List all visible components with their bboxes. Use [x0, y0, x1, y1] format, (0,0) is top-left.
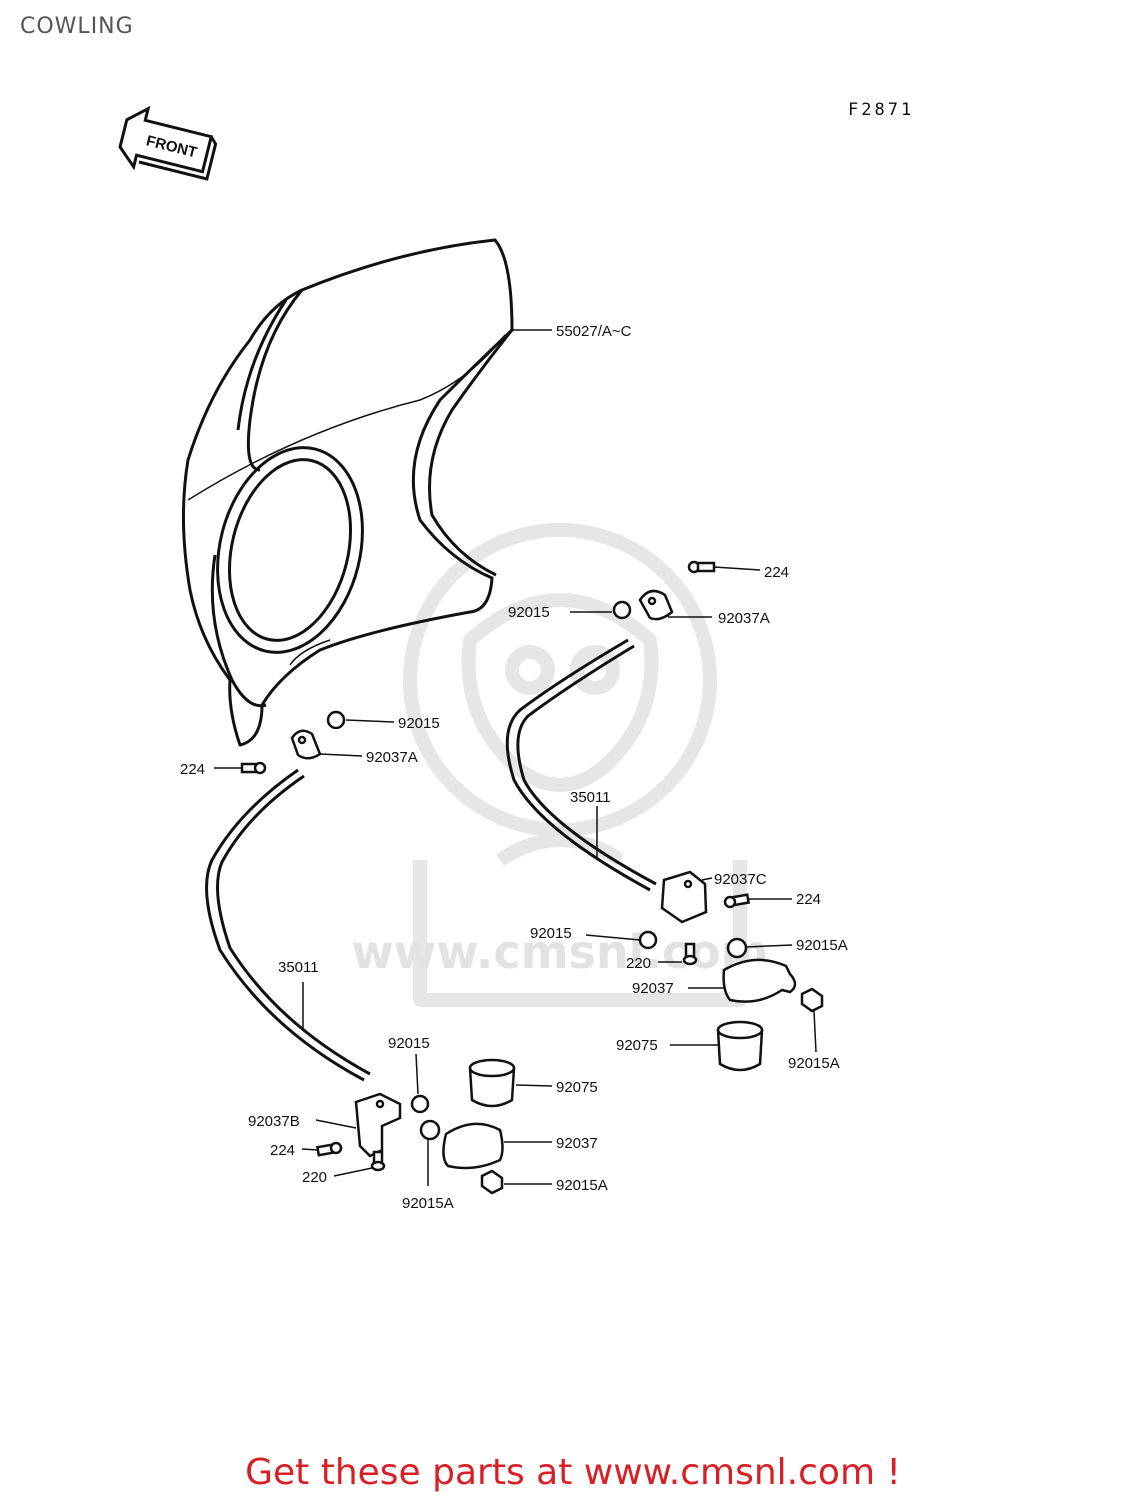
label-screw-right: 220: [626, 955, 651, 972]
label-clamp-left: 92037: [556, 1135, 598, 1152]
nut-upper-left: [326, 710, 346, 730]
label-bolt-upper-right: 224: [764, 564, 789, 581]
label-screw-left: 220: [302, 1169, 327, 1186]
label-bracket-right: 92037C: [714, 871, 767, 888]
bolt-upper-right: [687, 560, 716, 574]
label-nut-upper-left: 92015: [398, 715, 440, 732]
label-nut-right-a: 92015A: [796, 937, 848, 954]
cowling-fairing: [181, 238, 514, 747]
bracket-right-assembly: [638, 870, 824, 1072]
stay-tube-right: [505, 638, 657, 892]
label-stay-left: 35011: [278, 959, 319, 976]
label-rubber-left: 92075: [556, 1079, 598, 1096]
label-nut-left-a: 92015A: [402, 1195, 454, 1212]
figure-reference-code: F2871: [848, 100, 915, 120]
label-nut-left-a-lower: 92015A: [556, 1177, 608, 1194]
label-bolt-upper-left: 224: [180, 761, 205, 778]
label-bracket-left: 92037B: [248, 1113, 300, 1130]
label-bracket-upper-right: 92037A: [718, 610, 770, 627]
bolt-upper-left: [240, 761, 267, 775]
bracket-left-assembly: [315, 1058, 516, 1195]
label-clamp-right: 92037: [632, 980, 674, 997]
label-bolt-right: 224: [796, 891, 821, 908]
nut-upper-right: [612, 600, 632, 620]
label-nut-right: 92015: [530, 925, 572, 942]
bracket-upper-left: [290, 729, 322, 760]
label-rubber-right: 92075: [616, 1037, 658, 1054]
label-nut-left: 92015: [388, 1035, 430, 1052]
label-stay-right: 35011: [570, 789, 611, 806]
label-cowling: 55027/A~C: [556, 323, 632, 340]
label-bracket-upper-left: 92037A: [366, 749, 418, 766]
footer-promo-link[interactable]: Get these parts at www.cmsnl.com !: [245, 1452, 901, 1493]
stay-tube-left: [205, 768, 371, 1082]
label-nut-upper-right: 92015: [508, 604, 550, 621]
bracket-upper-right: [638, 589, 674, 621]
front-direction-arrow: FRONT: [118, 105, 218, 181]
watermark-text: www.cmsnl.com: [351, 925, 768, 979]
label-nut-right-a-lower: 92015A: [788, 1055, 840, 1072]
page-title: COWLING: [20, 14, 134, 39]
label-bolt-left: 224: [270, 1142, 295, 1159]
